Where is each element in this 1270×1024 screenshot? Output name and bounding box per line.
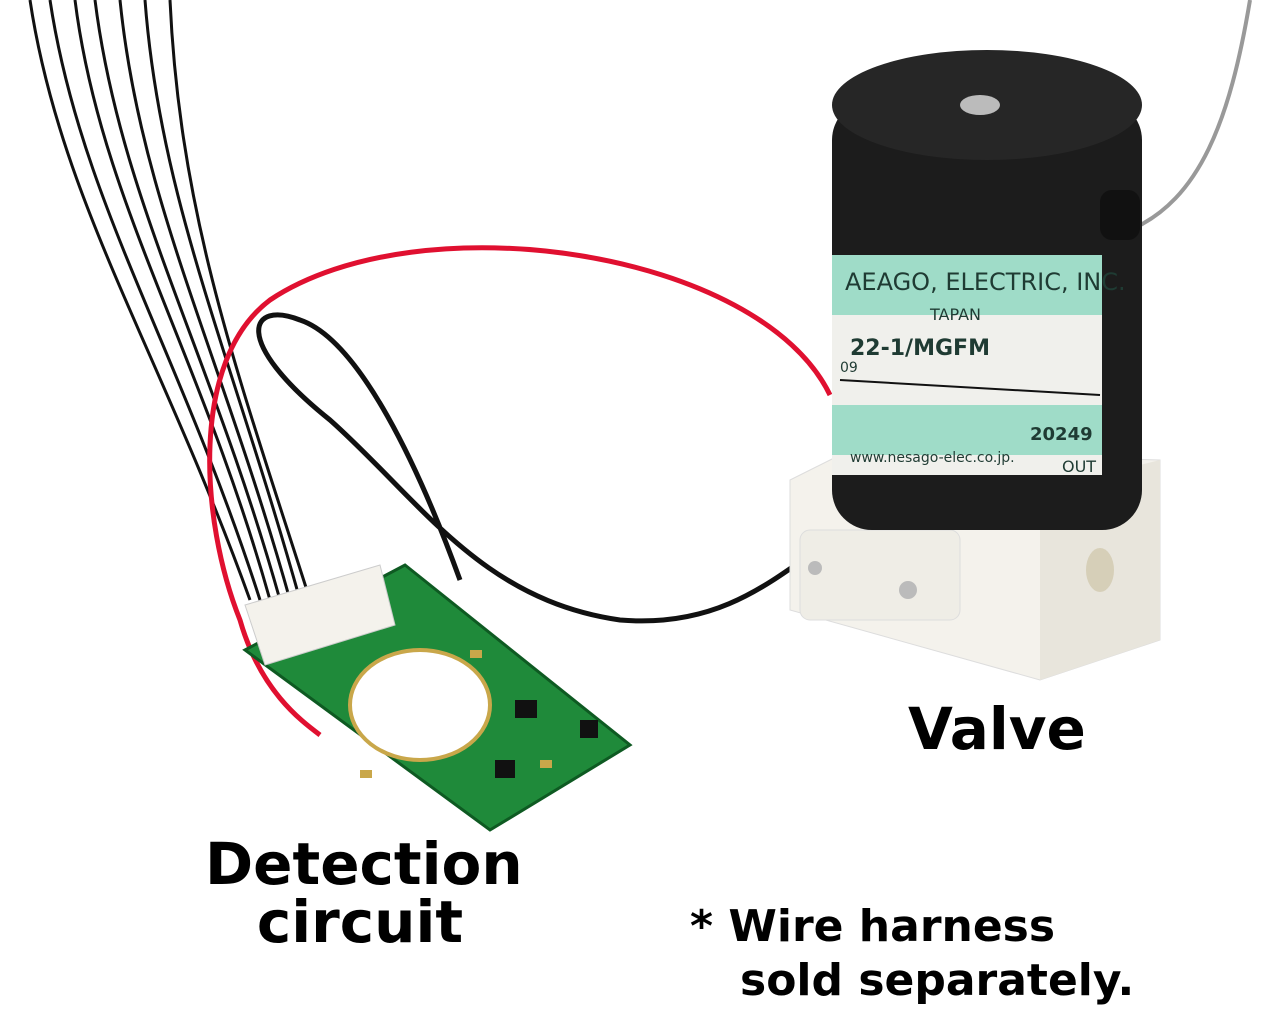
harness-note: * Wire harness sold separately. (690, 900, 1134, 1008)
wire-bundle (28, 0, 312, 601)
caption-line: circuit (256, 888, 464, 956)
svg-text:20249: 20249 (1030, 424, 1093, 445)
caption-line: Detection (205, 830, 523, 898)
grey-wire (1129, 0, 1252, 232)
svg-text:OUT: OUT (1062, 457, 1096, 476)
svg-text:22-1/MGFM: 22-1/MGFM (850, 336, 990, 361)
detection-circuit-caption: Detection circuit (205, 835, 523, 951)
note-line: * Wire harness (690, 901, 1056, 952)
svg-text:09: 09 (840, 360, 858, 376)
note-line: sold separately. (740, 955, 1135, 1006)
valve-caption: Valve (908, 695, 1086, 763)
svg-text:www.nesago-elec.co.jp.: www.nesago-elec.co.jp. (850, 450, 1015, 466)
valve: AEAGO, ELECTRIC, INC. TAPAN 22-1/MGFM 09… (789, 50, 1161, 681)
detection-circuit-board (242, 563, 633, 832)
black-wire (256, 312, 872, 624)
svg-text:TAPAN: TAPAN (929, 305, 981, 324)
red-wire (207, 245, 833, 737)
svg-text:AEAGO, ELECTRIC, INC.: AEAGO, ELECTRIC, INC. (845, 268, 1126, 296)
